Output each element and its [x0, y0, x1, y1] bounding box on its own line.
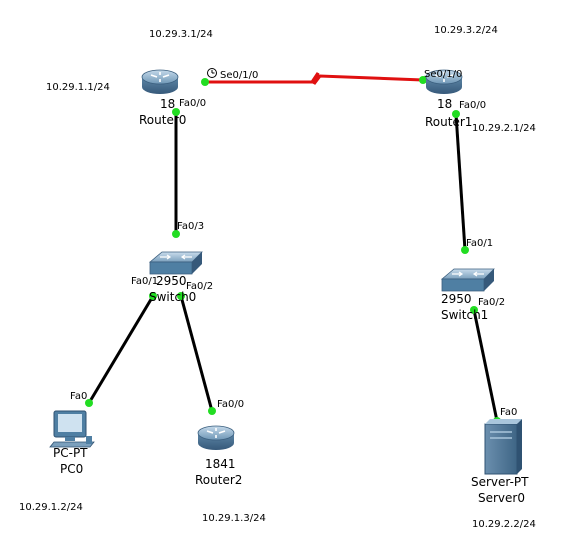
- link-light: [452, 110, 460, 118]
- link-light: [172, 108, 180, 116]
- port-label: Fa0/1: [131, 276, 158, 287]
- device-model: 1841: [205, 457, 236, 471]
- device-model: 18: [437, 97, 452, 111]
- port-labels: Fa0/0 Se0/1/0 Se0/1/0 Fa0/0 Fa0/3 Fa0/1 …: [70, 69, 517, 418]
- links: [87, 72, 499, 422]
- device-name: Switch0: [149, 290, 196, 304]
- link-light: [470, 306, 478, 314]
- device-name: PC0: [60, 462, 83, 476]
- port-label: Fa0: [500, 407, 517, 418]
- port-label: Fa0/3: [177, 221, 204, 232]
- router-icon: [425, 69, 463, 94]
- router-icon: [197, 425, 235, 450]
- device-name: Router0: [139, 113, 186, 127]
- server0[interactable]: Server-PT Server0: [471, 419, 529, 505]
- port-label: Fa0/1: [466, 238, 493, 249]
- ip-address-label: 10.29.1.1/24: [46, 82, 110, 93]
- link-router1-switch1[interactable]: [454, 113, 467, 251]
- ip-address-label: 10.29.2.2/24: [472, 519, 536, 530]
- link-light: [461, 246, 469, 254]
- port-label: Fa0/0: [459, 100, 486, 111]
- pc0[interactable]: PC-PT PC0: [49, 410, 95, 476]
- clock-icon: [207, 68, 217, 78]
- port-label: Se0/1/0: [220, 70, 258, 81]
- ip-address-label: 10.29.1.2/24: [19, 502, 83, 513]
- link-switch0-router2[interactable]: [179, 295, 214, 412]
- pc-icon: [49, 410, 95, 448]
- router0[interactable]: 18 Router0: [139, 69, 186, 127]
- switch0[interactable]: 2950 Switch0: [148, 251, 203, 304]
- link-light: [208, 407, 216, 415]
- device-model: 2950: [441, 292, 472, 306]
- link-light: [419, 76, 427, 84]
- ip-address-label: 10.29.2.1/24: [472, 123, 536, 134]
- device-name: Router1: [425, 115, 472, 129]
- link-switch1-server0[interactable]: [472, 309, 499, 422]
- switch-icon: [148, 251, 203, 275]
- device-model: PC-PT: [53, 446, 88, 460]
- ip-address-label: 10.29.3.2/24: [434, 25, 498, 36]
- port-label: Fa0/2: [186, 281, 213, 292]
- device-name: Router2: [195, 473, 242, 487]
- link-light: [85, 399, 93, 407]
- port-label: Fa0/0: [217, 399, 244, 410]
- device-name: Server0: [478, 491, 525, 505]
- link-serial-router0-router1[interactable]: [205, 72, 424, 85]
- device-model: Server-PT: [471, 475, 529, 489]
- router1[interactable]: 18 Router1: [425, 69, 472, 129]
- port-label: Fa0: [70, 391, 87, 402]
- router-icon: [141, 69, 179, 94]
- switch1[interactable]: 2950 Switch1: [440, 268, 495, 322]
- ip-address-label: 10.29.1.3/24: [202, 513, 266, 524]
- port-label: Se0/1/0: [424, 69, 462, 80]
- device-name: Switch1: [441, 308, 488, 322]
- router2[interactable]: 1841 Router2: [195, 425, 242, 487]
- link-switch0-pc0[interactable]: [87, 295, 155, 404]
- link-light: [149, 292, 157, 300]
- link-light: [177, 292, 185, 300]
- device-model: 2950: [156, 274, 187, 288]
- port-label: Fa0/0: [179, 98, 206, 109]
- switch-icon: [440, 268, 495, 292]
- port-label: Fa0/2: [478, 297, 505, 308]
- ip-labels: 10.29.3.1/24 10.29.3.2/24 10.29.1.1/24 1…: [19, 25, 536, 530]
- ip-address-label: 10.29.3.1/24: [149, 29, 213, 40]
- server-icon: [484, 419, 522, 475]
- link-light: [201, 78, 209, 86]
- link-light: [172, 230, 180, 238]
- device-model: 18: [160, 97, 175, 111]
